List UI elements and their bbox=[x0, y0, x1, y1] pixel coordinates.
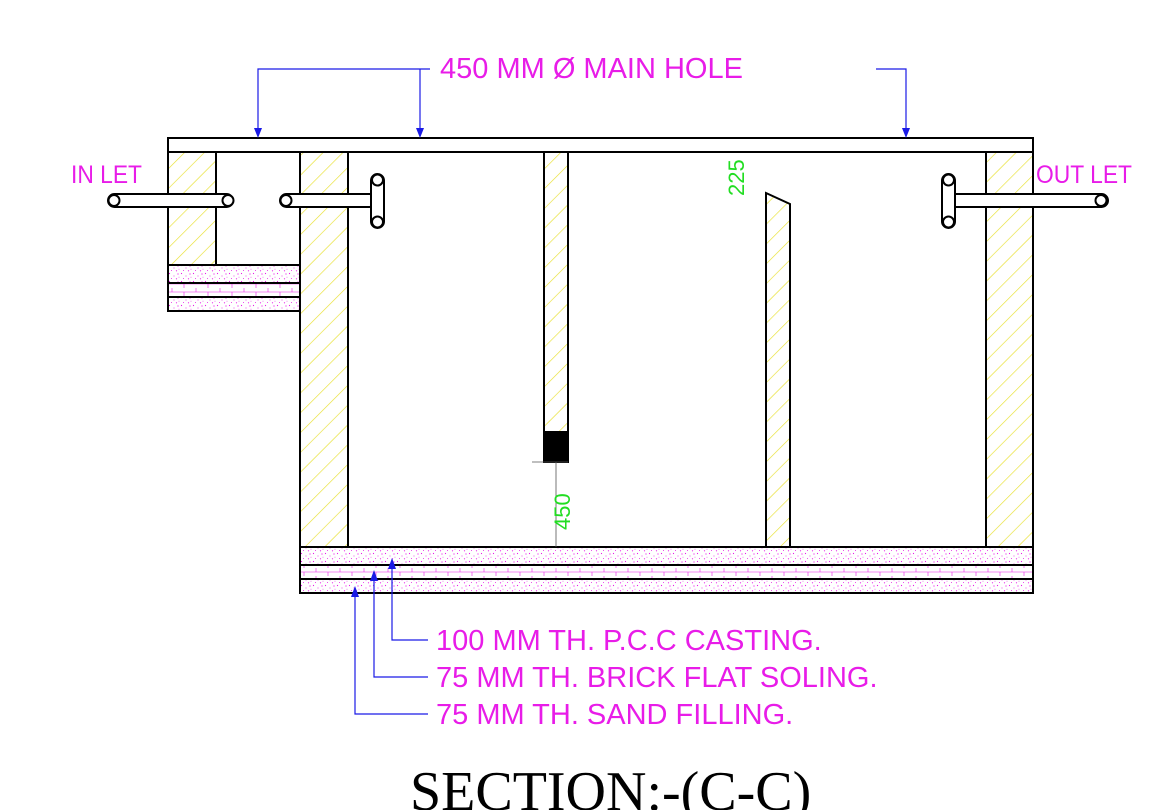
brick-soling-label: 75 MM TH. BRICK FLAT SOLING. bbox=[436, 662, 878, 694]
tank-base-layers bbox=[299, 546, 1034, 594]
base-layer-arrowheads bbox=[351, 558, 396, 597]
baffle-wall bbox=[543, 151, 569, 433]
section-title: SECTION:-(C-C) bbox=[410, 761, 811, 810]
tank-right-wall bbox=[985, 151, 1034, 548]
main-hole-label: 450 MM Ø MAIN HOLE bbox=[440, 53, 743, 85]
dimension-225: 225 bbox=[724, 159, 749, 196]
inlet-pipe bbox=[107, 193, 235, 208]
dimension-450-line bbox=[532, 461, 568, 547]
dimension-450: 450 bbox=[550, 493, 575, 530]
inlet-chamber-wall bbox=[167, 151, 217, 266]
inlet-chamber-base bbox=[167, 264, 301, 312]
main-hole-arrowheads bbox=[254, 128, 910, 138]
base-layer-leaders bbox=[354, 566, 428, 715]
tank-left-wall bbox=[299, 151, 349, 548]
top-slab bbox=[167, 137, 1034, 153]
sand-filling-label: 75 MM TH. SAND FILLING. bbox=[436, 699, 793, 731]
outlet-tee-pipe bbox=[941, 173, 1109, 229]
outlet-label: OUT LET bbox=[1036, 161, 1132, 189]
main-hole-leaders bbox=[257, 68, 907, 131]
pcc-casting-label: 100 MM TH. P.C.C CASTING. bbox=[436, 625, 822, 657]
inlet-label: IN LET bbox=[71, 161, 142, 189]
transfer-tee-pipe bbox=[279, 173, 385, 229]
partition-wall bbox=[765, 191, 791, 548]
baffle-wall-tip bbox=[543, 431, 569, 463]
